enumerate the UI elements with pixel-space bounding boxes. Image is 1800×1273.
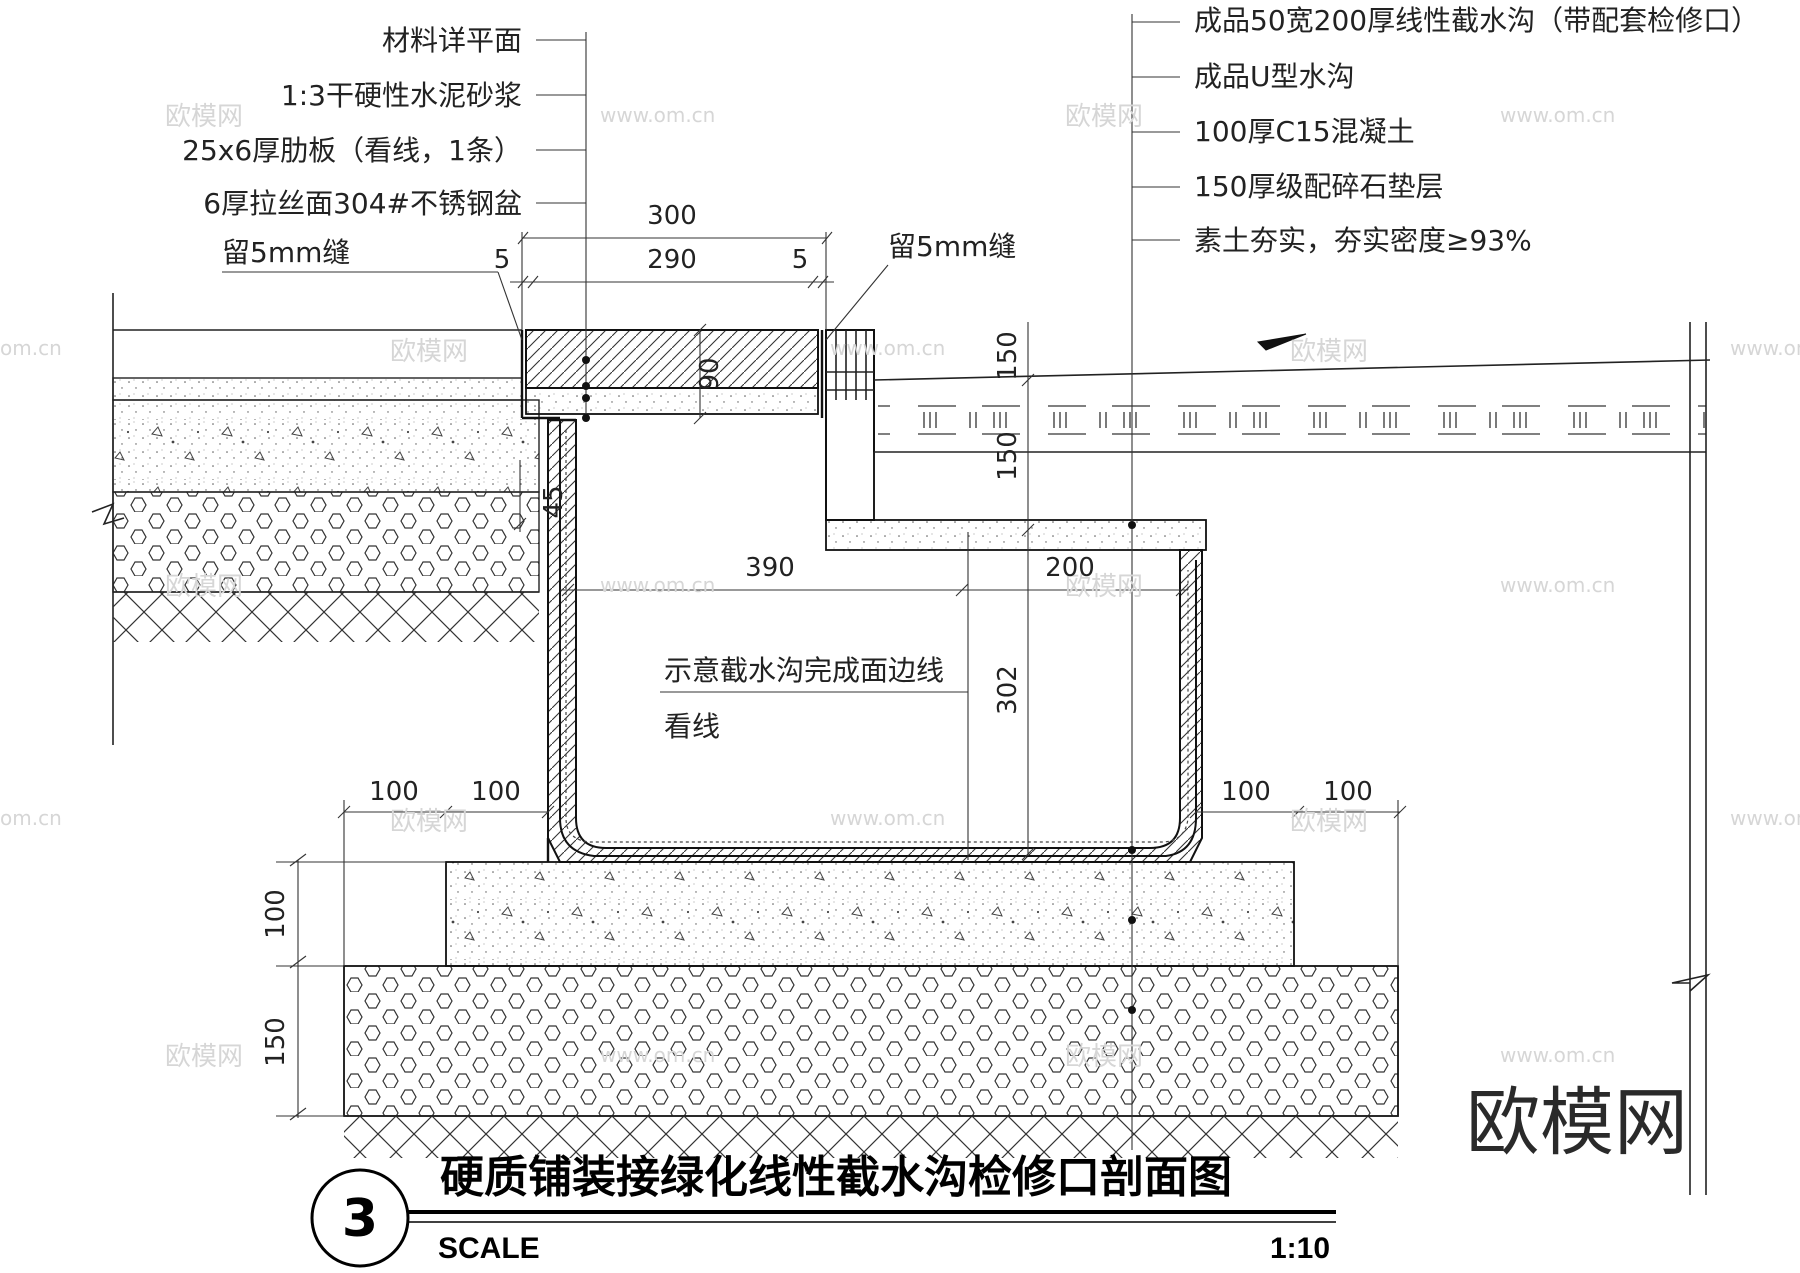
- drawing-title: 硬质铺装接绿化线性截水沟检修口剖面图: [440, 1152, 1232, 1203]
- watermark-url: www.om.cn: [1500, 103, 1615, 127]
- scale-label: SCALE: [438, 1232, 540, 1265]
- watermark-cn: 欧模网: [165, 1042, 243, 1072]
- dim-side-100: 100: [261, 889, 291, 939]
- scale-value: 1:10: [1270, 1232, 1330, 1265]
- dim-300: 300: [647, 201, 697, 231]
- watermark-url-short: om.cn: [0, 806, 62, 830]
- watermark-url: www.om.cn: [830, 806, 945, 830]
- dim-90: 90: [695, 357, 725, 390]
- label-compacted-soil: 素土夯实，夯实密度≥93%: [1194, 224, 1532, 257]
- label-gap-right: 留5mm缝: [888, 230, 1016, 263]
- title-number-circle: [310, 1168, 410, 1268]
- watermark-url: www.om.cn: [1730, 336, 1800, 360]
- label-linear-drain: 成品50宽200厚线性截水沟（带配套检修口）: [1194, 4, 1759, 37]
- dim-390: 390: [745, 553, 795, 583]
- dim-side-150: 150: [261, 1017, 291, 1067]
- dim-100-c: 100: [1221, 777, 1271, 807]
- labels-right: 成品50宽200厚线性截水沟（带配套检修口） 成品U型水沟 100厚C15混凝土…: [1194, 4, 1759, 257]
- u-channel: [546, 418, 1203, 863]
- watermark-url: www.om.cn: [1500, 573, 1615, 597]
- watermark-cn: 欧模网: [1065, 572, 1143, 602]
- label-mortar: 1:3干硬性水泥砂浆: [281, 79, 522, 112]
- left-pavement-layers: [91, 293, 540, 745]
- labels-left: 材料详平面 1:3干硬性水泥砂浆 25x6厚肋板（看线，1条） 6厚拉丝面304…: [182, 24, 1016, 269]
- watermark-cn: 欧模网: [165, 572, 243, 602]
- dimension-text: 300 290 5 5 90 150 150 45 390 200 302 10…: [261, 201, 1373, 1067]
- note-finish-line: 示意截水沟完成面边线: [664, 654, 944, 687]
- label-stainless-tray: 6厚拉丝面304#不锈钢盆: [203, 187, 522, 220]
- watermark-url: www.om.cn: [600, 573, 715, 597]
- dimension-lines: [276, 231, 1407, 1121]
- watermark-cn: 欧模网: [1290, 807, 1368, 837]
- watermark-cn: 欧模网: [390, 337, 468, 367]
- watermarks: 欧模网 欧模网 欧模网 欧模网 欧模网 欧模网 欧模网 欧模网 欧模网 欧模网 …: [0, 102, 1800, 1072]
- title-block: 3 硬质铺装接绿化线性截水沟检修口剖面图 SCALE 1:10: [310, 1152, 1336, 1268]
- notes: 示意截水沟完成面边线 看线: [664, 654, 944, 743]
- brand-watermark: 欧模网: [1466, 1080, 1688, 1166]
- dim-100-b: 100: [471, 777, 521, 807]
- dim-5-right: 5: [792, 245, 809, 275]
- dim-5-left: 5: [494, 245, 511, 275]
- watermark-url: www.om.cn: [600, 103, 715, 127]
- label-material-plan: 材料详平面: [382, 24, 522, 57]
- dim-200: 200: [1045, 553, 1095, 583]
- watermark-cn: 欧模网: [1290, 337, 1368, 367]
- base-layers: [343, 861, 1399, 1158]
- grate-cover: [520, 329, 824, 420]
- leader-lines-left: [222, 32, 889, 422]
- watermark-cn: 欧模网: [1065, 1042, 1143, 1072]
- dim-100-a: 100: [369, 777, 419, 807]
- leader-lines-right: [660, 14, 1180, 1150]
- title-number: 3: [342, 1189, 378, 1249]
- label-gravel-bed: 150厚级配碎石垫层: [1194, 170, 1443, 203]
- watermark-url: www.om.cn: [1500, 1043, 1615, 1067]
- note-sight-line: 看线: [664, 710, 720, 743]
- dim-150-top: 150: [993, 331, 1023, 381]
- greening-soil: [873, 322, 1711, 1195]
- label-c15-concrete: 100厚C15混凝土: [1194, 115, 1415, 148]
- dim-290: 290: [647, 245, 697, 275]
- dim-150-mid: 150: [993, 431, 1023, 481]
- label-u-channel: 成品U型水沟: [1194, 60, 1355, 93]
- dim-100-d: 100: [1323, 777, 1373, 807]
- watermark-url: www.om.cn: [1730, 806, 1800, 830]
- watermark-cn: 欧模网: [390, 807, 468, 837]
- label-gap-left: 留5mm缝: [222, 236, 350, 269]
- dim-302: 302: [993, 665, 1023, 715]
- watermark-url: www.om.cn: [830, 336, 945, 360]
- concrete-slab-right: [825, 519, 1207, 551]
- label-rib-plate: 25x6厚肋板（看线，1条）: [182, 134, 522, 167]
- dim-45: 45: [539, 485, 569, 518]
- watermark-cn: 欧模网: [165, 102, 243, 132]
- watermark-url: www.om.cn: [600, 1043, 715, 1067]
- watermark-url-short: om.cn: [0, 336, 62, 360]
- watermark-cn: 欧模网: [1065, 102, 1143, 132]
